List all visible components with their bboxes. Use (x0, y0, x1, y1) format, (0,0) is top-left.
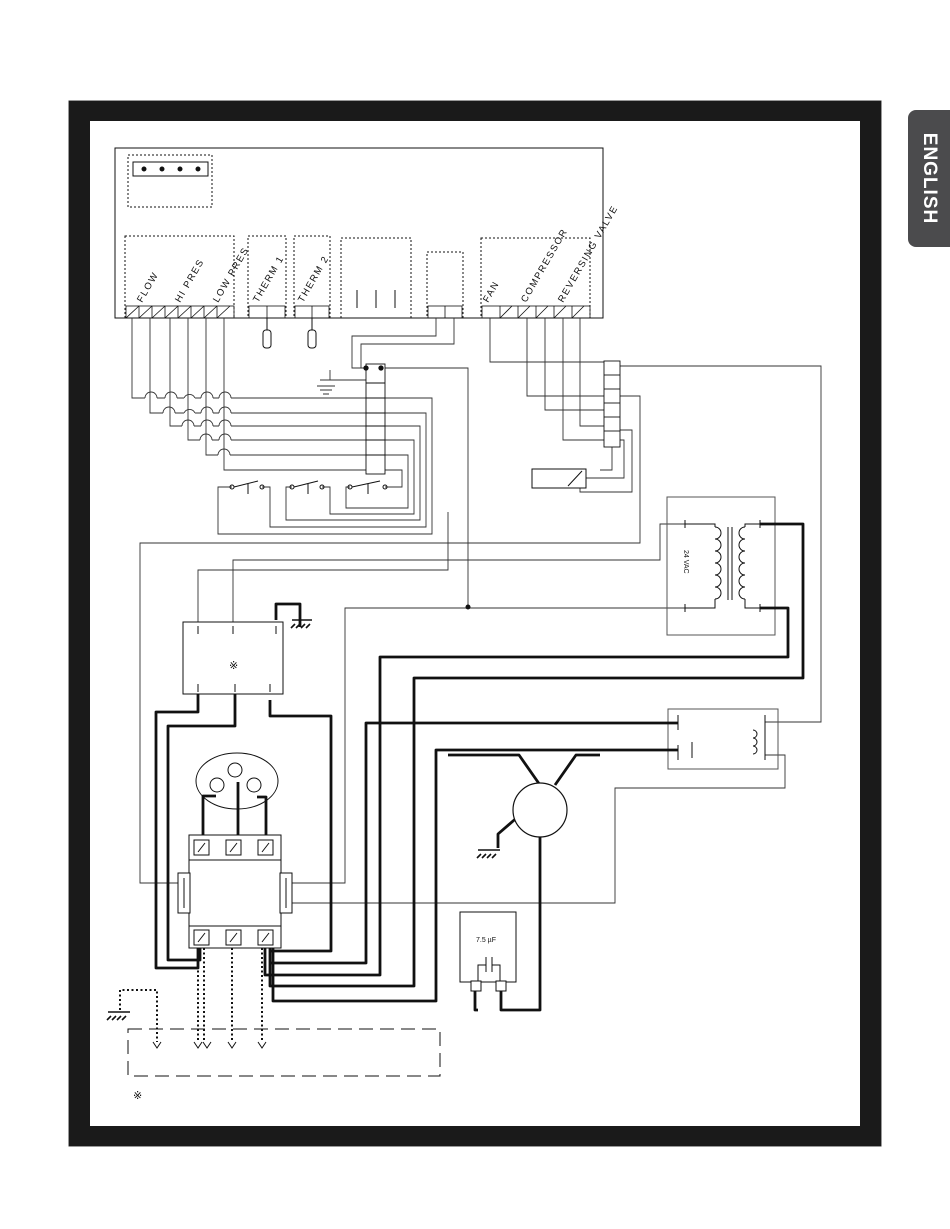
terminal-labels: FLOW HI PRES LOW PRES THERM 1 THERM 2 FA… (135, 203, 621, 304)
field-wiring (120, 948, 262, 1042)
terminal-block (364, 364, 385, 474)
label-therm1: THERM 1 (251, 254, 287, 305)
field-supply-box (128, 1029, 440, 1076)
note-symbol-footnote: ※ (133, 1089, 142, 1102)
label-flow: FLOW (135, 270, 161, 304)
ground-symbols (107, 620, 500, 1020)
terminal-strip-sensors (126, 306, 590, 318)
label-therm2: THERM 2 (296, 254, 332, 305)
label-reversing-valve: REVERSING VALVE (556, 203, 621, 304)
field-wire-ends (153, 1042, 266, 1048)
label-fan: FAN (481, 279, 502, 304)
output-terminal-block (604, 361, 620, 447)
pressure-switches (230, 481, 387, 494)
capacitor-label: 7.5 µF (476, 937, 496, 944)
capacitor (460, 912, 516, 991)
thermistor-probes (263, 318, 316, 348)
aux-relay-box (183, 622, 283, 694)
control-wiring (132, 318, 821, 903)
compressor-contactor (178, 835, 292, 948)
fan-motor (513, 783, 567, 837)
fan-relay (668, 709, 778, 769)
note-symbol-relay: ※ (229, 659, 238, 672)
reversing-valve-solenoid (532, 469, 586, 488)
label-lowpres: LOW PRES (211, 245, 252, 304)
transformer-label: 24 VAC (682, 550, 689, 574)
label-hipres: HI PRES (173, 257, 207, 305)
